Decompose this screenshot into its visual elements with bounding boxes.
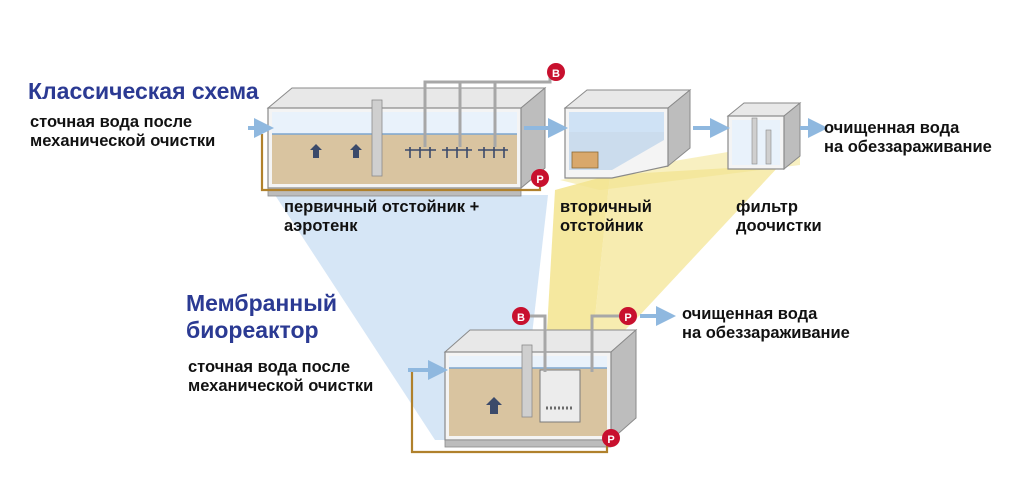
classic-outlet-label: очищенная вода на обеззараживание xyxy=(824,119,992,158)
mbr-tank xyxy=(443,328,638,448)
classic-pump-label: Р xyxy=(536,174,543,186)
primary-aeration-tank xyxy=(266,86,547,197)
mbr-blower-icon xyxy=(512,307,530,325)
classic-inlet-line1: сточная вода после xyxy=(30,113,193,131)
classic-heading: Классическая схема xyxy=(28,78,259,104)
mbr-flow-arrows xyxy=(408,306,676,380)
secondary-clarifier-label: вторичный отстойник xyxy=(560,198,652,237)
mbr-pump-icon xyxy=(619,307,637,325)
mbr-heading-line2: биореактор xyxy=(186,317,319,344)
classic-blower-icon xyxy=(547,63,565,81)
filter-line1: фильтр xyxy=(736,198,798,216)
primary-tank-line1: первичный отстойник + xyxy=(284,198,480,216)
mbr-inlet-label: сточная вода после механической очистки xyxy=(188,358,373,397)
mbr-inlet-line1: сточная вода после xyxy=(188,358,351,376)
filter-line2: доочистки xyxy=(736,217,822,236)
primary-tank-label: первичный отстойник + аэротенк xyxy=(284,198,479,237)
classic-outlet-line1: очищенная вода xyxy=(824,119,960,137)
secondary-clarifier-line1: вторичный xyxy=(560,198,652,216)
mbr-piping xyxy=(527,314,625,372)
aerator-icon xyxy=(310,144,362,158)
classic-blower-label: В xyxy=(552,68,560,80)
classic-pump-icon xyxy=(531,169,549,187)
secondary-clarifier xyxy=(563,88,692,179)
diffuser-grid-icon xyxy=(405,147,508,158)
classic-inlet-line2: механической очистки xyxy=(30,132,216,151)
mbr-pump-label: Р xyxy=(624,312,631,324)
mbr-return-pump-icon xyxy=(602,429,620,447)
mbr-heading-line1: Мембранный xyxy=(186,290,337,316)
mbr-aerator-icon xyxy=(486,397,502,414)
primary-tank-line2: аэротенк xyxy=(284,217,358,236)
projection-beam-yellow-filter xyxy=(590,165,780,365)
mbr-heading: Мембранный биореактор xyxy=(186,290,337,344)
mbr-outlet-line1: очищенная вода xyxy=(682,305,818,323)
mbr-inlet-line2: механической очистки xyxy=(188,377,374,396)
post-treatment-filter xyxy=(726,101,802,171)
mbr-outlet-line2: на обеззараживание xyxy=(682,324,850,343)
mbr-outlet-label: очищенная вода на обеззараживание xyxy=(682,305,850,344)
mbr-return-pump-label: Р xyxy=(607,434,614,446)
classic-outlet-line2: на обеззараживание xyxy=(824,138,992,157)
mbr-blower-label: В xyxy=(517,312,525,324)
classic-inlet-label: сточная вода после механической очистки xyxy=(30,113,215,152)
filter-label: фильтр доочистки xyxy=(736,198,822,237)
secondary-clarifier-line2: отстойник xyxy=(560,217,644,236)
